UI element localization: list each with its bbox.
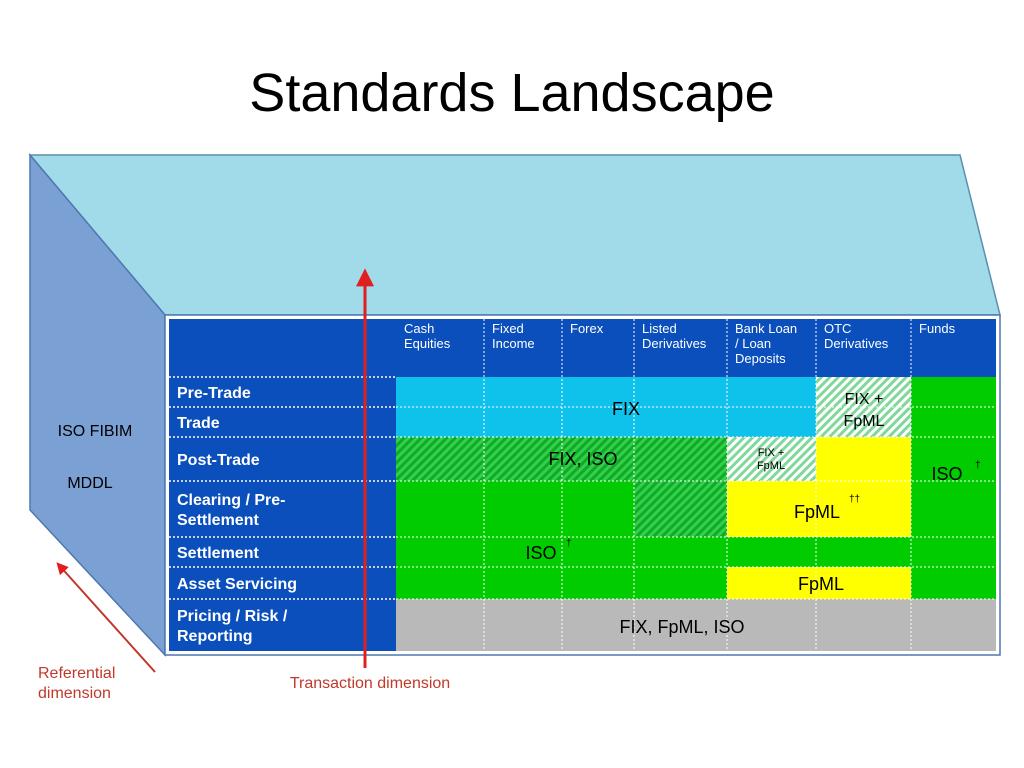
cell-bank-fix-fpml-label: FIX +FpML: [757, 447, 785, 472]
referential-arrow: [56, 562, 156, 673]
cell-clearing-fpml-mark: ††: [849, 494, 860, 505]
cell-clearing-listed-hatched: [634, 481, 727, 537]
cell-otc-post-trade: [816, 437, 911, 481]
cell-clearing-fpml-label: FpML: [794, 502, 840, 522]
cell-fix-label: FIX: [612, 399, 640, 419]
cell-funds-iso-label: ISO: [931, 464, 962, 484]
row-label-4: Settlement: [177, 545, 259, 562]
cell-fills: [396, 377, 996, 651]
cell-fix-iso-label: FIX, ISO: [548, 449, 617, 469]
cell-pricing-label: FIX, FpML, ISO: [619, 617, 744, 637]
cube-top-face: [28, 154, 1001, 316]
cell-otc-fix-fpml-label: FIX +FpML: [844, 391, 885, 430]
cell-clearing-fpml: [727, 481, 911, 537]
row-labels-column: [169, 377, 396, 651]
header-row: [169, 319, 996, 377]
row-label-0: Pre-Trade: [177, 385, 251, 402]
cell-settlement-iso-label: ISO: [525, 543, 556, 563]
side-label-iso-fibim: ISO FIBIM: [58, 423, 133, 440]
cell-settlement-iso-mark: †: [566, 538, 572, 549]
row-label-5: Asset Servicing: [177, 576, 297, 593]
table-gridlines: [169, 319, 996, 651]
slide-title: Standards Landscape: [249, 63, 775, 123]
column-header-2: Forex: [570, 321, 604, 336]
cell-settlement-green: [396, 537, 911, 567]
row-label-3: Clearing / Pre-Settlement: [177, 492, 285, 529]
cell-otc-fix-fpml-region: [816, 377, 911, 437]
cell-bank-fix-fpml-region: [727, 437, 816, 481]
cell-asset-fpml-label: FpML: [798, 574, 844, 594]
cell-funds-iso-mark: †: [975, 460, 981, 471]
cell-clearing-green: [396, 481, 634, 537]
row-label-2: Post-Trade: [177, 452, 260, 469]
cell-asset-fpml: [727, 567, 911, 599]
row-label-6: Pricing / Risk /Reporting: [177, 608, 288, 645]
cell-pricing-gray: [396, 599, 996, 651]
transaction-dimension-label: Transaction dimension: [290, 675, 450, 692]
row-label-1: Trade: [177, 415, 220, 432]
column-header-6: Funds: [919, 321, 956, 336]
cell-funds-region: [911, 377, 996, 599]
side-label-mddl: MDDL: [67, 475, 112, 492]
